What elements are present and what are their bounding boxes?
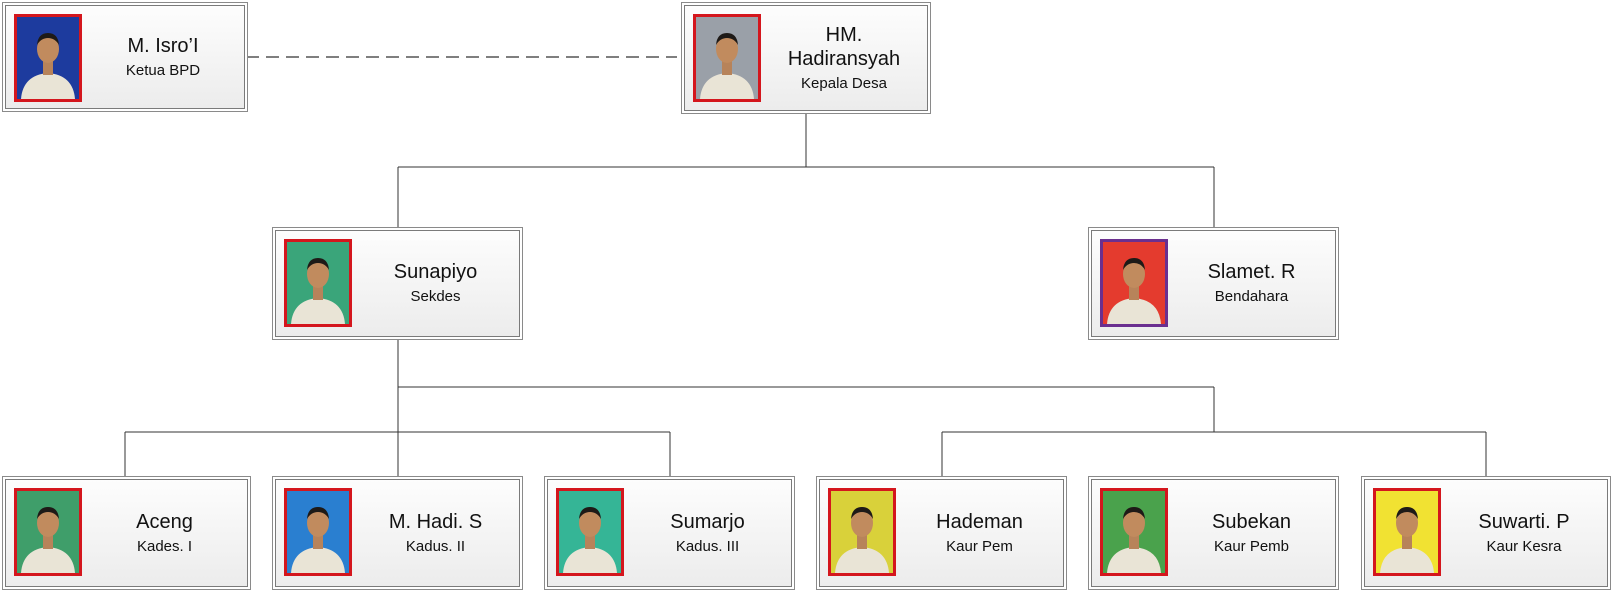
member-role: Ketua BPD [125,61,201,79]
member-role: Kaur Kesra [1486,537,1562,555]
member-role: Kades. I [136,537,193,555]
member-name: Aceng [136,510,193,533]
member-card-kaur-kesra: Suwarti. P Kaur Kesra [1361,476,1611,590]
member-role: Sekdes [410,288,461,305]
member-card-kades-i: Aceng Kades. I [2,476,251,590]
member-card-sekdes: Sunapiyo Sekdes [272,227,523,340]
portrait-photo [14,488,82,576]
member-card-ketua-bpd: M. Isro’I Ketua BPD [2,2,248,112]
member-role: Kaur Pemb [1213,537,1290,555]
portrait-image [17,17,79,99]
portrait-image [1376,491,1438,573]
member-role: Kaur Pem [946,537,1013,555]
member-card-kadus-ii: M. Hadi. S Kadus. II [272,476,523,590]
member-name: Hademan [936,510,1023,533]
portrait-photo [1100,488,1168,576]
portrait-image [1103,491,1165,573]
portrait-image [17,491,79,573]
member-role: Kepala Desa [801,74,887,92]
portrait-image [287,242,349,324]
member-role: Kadus. II [405,537,466,555]
member-name: HM. Hadiransyah [787,23,901,70]
member-name: Slamet. R [1207,261,1296,283]
portrait-image [559,491,621,573]
portrait-photo [828,488,896,576]
member-name: Sunapiyo [393,261,478,283]
portrait-image [831,491,893,573]
portrait-photo [1373,488,1441,576]
portrait-image [287,491,349,573]
member-name: Sumarjo [670,510,745,533]
portrait-image [1103,242,1165,324]
portrait-photo [284,239,352,327]
member-name: M. Hadi. S [388,510,483,533]
member-name: Subekan [1212,510,1291,533]
member-role: Bendahara [1214,288,1289,305]
member-card-kaur-pemb: Subekan Kaur Pemb [1088,476,1339,590]
member-role: Kadus. III [675,537,740,555]
member-card-kepala-desa: HM. Hadiransyah Kepala Desa [681,2,931,114]
member-name: Suwarti. P [1478,510,1570,533]
portrait-photo [284,488,352,576]
member-card-kadus-iii: Sumarjo Kadus. III [544,476,795,590]
portrait-image [696,17,758,99]
portrait-photo [693,14,761,102]
member-name: M. Isro’I [127,34,199,57]
portrait-photo [556,488,624,576]
portrait-photo [1100,239,1168,327]
member-card-kaur-pem: Hademan Kaur Pem [816,476,1067,590]
member-card-bendahara: Slamet. R Bendahara [1088,227,1339,340]
portrait-photo [14,14,82,102]
